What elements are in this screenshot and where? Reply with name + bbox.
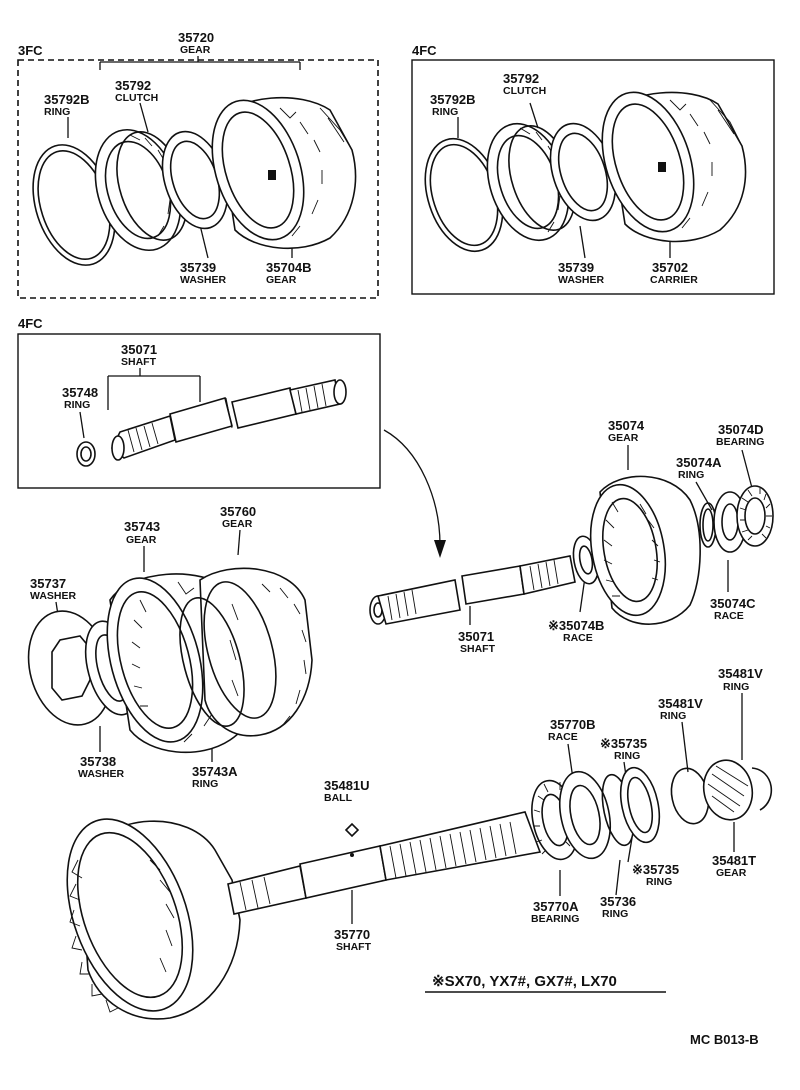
shaft-35770-drawing: [227, 811, 542, 915]
bearing-35074d-drawing: [736, 485, 774, 547]
part-35743-name: GEAR: [126, 534, 157, 546]
part-35481t-name: GEAR: [716, 867, 747, 879]
assembly-arrow: [383, 429, 446, 558]
part-35074b-number: ※35074B: [548, 618, 604, 633]
group-4fc-top-frame: [411, 59, 775, 295]
part-35739-left-number: 35739: [180, 260, 216, 275]
part-35760-name: GEAR: [222, 518, 253, 530]
gear-35074-drawing: [589, 475, 701, 625]
ball-35481u-drawing: [344, 822, 360, 838]
gear-35074-assembly: 35074 GEAR 35074D BEARING 35074A RING 35…: [369, 418, 774, 655]
part-35739-right-number: 35739: [558, 260, 594, 275]
part-35770b-number: 35770B: [550, 717, 596, 732]
part-35770a-name: BEARING: [531, 913, 579, 925]
gear-35481t-drawing: [702, 759, 754, 821]
part-35704b-name: GEAR: [266, 274, 297, 286]
part-35074a-number: 35074A: [676, 455, 722, 470]
part-35720-name: GEAR: [180, 44, 211, 56]
shaft-35071-drawing: [369, 555, 576, 625]
part-35748-number: 35748: [62, 385, 98, 400]
ring-35735-drawing: [619, 766, 661, 844]
group-4fc-top-label: 4FC: [412, 43, 437, 58]
part-35736-number: 35736: [600, 894, 636, 909]
group-3fc: 3FC 3: [17, 30, 379, 299]
part-35074a-name: RING: [678, 469, 704, 481]
part-35074c-name: RACE: [714, 610, 744, 622]
part-35770a-number: 35770A: [533, 899, 579, 914]
part-35074-name: GEAR: [608, 432, 639, 444]
part-35704b-number: 35704B: [266, 260, 312, 275]
part-35743-number: 35743: [124, 519, 160, 534]
part-35770b-name: RACE: [548, 731, 578, 743]
group-3fc-label: 3FC: [18, 43, 43, 58]
part-35792b-right-number: 35792B: [430, 92, 476, 107]
part-35481u-name: BALL: [324, 792, 353, 804]
part-35720-number: 35720: [178, 30, 214, 45]
part-35792b-right-name: RING: [432, 106, 458, 118]
ring-35481v-end-drawing: [751, 767, 773, 811]
part-35481v-2-number: 35481V: [658, 696, 703, 711]
part-35739-left-name: WASHER: [180, 274, 227, 286]
part-35792-right-name: CLUTCH: [503, 85, 546, 97]
part-35792-left-name: CLUTCH: [115, 92, 158, 104]
part-35702-name: CARRIER: [650, 274, 698, 286]
part-35737-number: 35737: [30, 576, 66, 591]
shaft-35071-box-drawing: [76, 379, 347, 467]
gear-35704b-drawing: [211, 96, 357, 250]
part-35743a-name: RING: [192, 778, 218, 790]
part-35748-name: RING: [64, 399, 90, 411]
part-35760-number: 35760: [220, 504, 256, 519]
part-35702-number: 35702: [652, 260, 688, 275]
part-35736-name: RING: [602, 908, 628, 920]
part-35792b-left-name: RING: [44, 106, 70, 118]
shaft-35770-assembly: 35481V RING 35481V RING 35770B RACE ※357…: [66, 666, 773, 1020]
part-35074-number: 35074: [608, 418, 645, 433]
part-35481v-2-name: RING: [660, 710, 686, 722]
drum-gear-drawing: [66, 818, 241, 1020]
part-35071-box-number: 35071: [121, 342, 157, 357]
part-35074b-name: RACE: [563, 632, 593, 644]
part-35770-number: 35770: [334, 927, 370, 942]
part-35071-box-name: SHAFT: [121, 356, 157, 368]
part-35738-number: 35738: [80, 754, 116, 769]
group-4fc-top: 4FC 35792B RING 35792 C: [411, 43, 775, 295]
gear-35743-assembly: 35743 GEAR 35760 GEAR 35737 WASHER 35738…: [27, 504, 313, 790]
part-35792b-left-number: 35792B: [44, 92, 90, 107]
part-35737-name: WASHER: [30, 590, 77, 602]
carrier-35702-drawing: [601, 91, 747, 243]
part-35074d-number: 35074D: [718, 422, 764, 437]
applicability-note-text: ※SX70, YX7#, GX7#, LX70: [432, 973, 617, 990]
part-35071-name: SHAFT: [460, 643, 496, 655]
applicability-note: ※SX70, YX7#, GX7#, LX70: [425, 973, 666, 993]
race-35770b-drawing: [559, 770, 611, 860]
part-35735-2-name: RING: [646, 876, 672, 888]
part-35074d-name: BEARING: [716, 436, 764, 448]
group-4fc-shaft: 4FC 35071 SHAFT 35748 RING: [17, 316, 381, 489]
part-35739-right-name: WASHER: [558, 274, 605, 286]
part-35481t-number: 35481T: [712, 853, 756, 868]
part-35481v-1-name: RING: [723, 681, 749, 693]
part-35735-1-name: RING: [614, 750, 640, 762]
part-35735-1-number: ※35735: [600, 736, 647, 751]
part-35481v-1-number: 35481V: [718, 666, 763, 681]
part-35074c-number: 35074C: [710, 596, 756, 611]
ring-35743a-drawing: [179, 597, 245, 727]
part-35770-name: SHAFT: [336, 941, 372, 953]
group-4fc-shaft-label: 4FC: [18, 316, 43, 331]
part-35071-number: 35071: [458, 629, 494, 644]
part-35792-left-number: 35792: [115, 78, 151, 93]
drawing-code: MC B013-B: [690, 1032, 759, 1047]
part-35743a-number: 35743A: [192, 764, 238, 779]
part-35792-right-number: 35792: [503, 71, 539, 86]
group-4fc-shaft-frame: [17, 333, 381, 489]
part-35738-name: WASHER: [78, 768, 125, 780]
gear-35760-drawing: [199, 567, 313, 737]
part-35481u-number: 35481U: [324, 778, 370, 793]
part-35735-2-number: ※35735: [632, 862, 679, 877]
